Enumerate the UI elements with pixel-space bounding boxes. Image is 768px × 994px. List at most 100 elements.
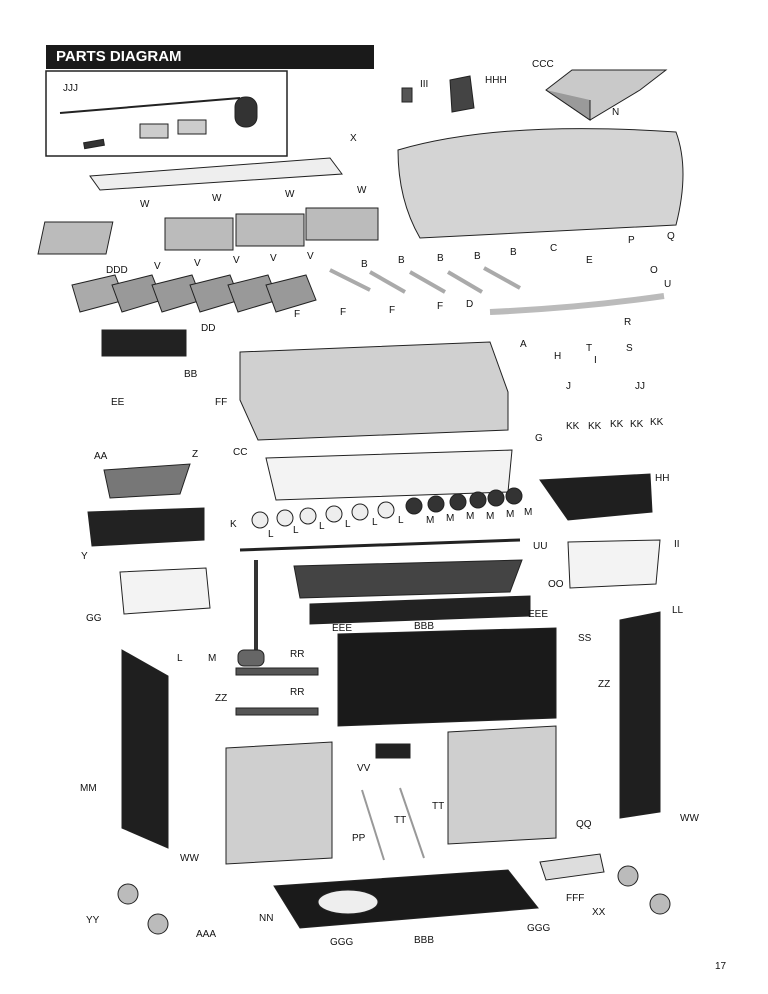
page-number: 17 bbox=[715, 961, 727, 972]
warming-rack-x bbox=[89, 157, 343, 191]
label-l7: L bbox=[177, 653, 183, 664]
rotisserie-handle bbox=[83, 138, 105, 150]
label-mm: MM bbox=[80, 783, 97, 794]
label-p: P bbox=[628, 235, 635, 246]
side-shelf-gg bbox=[119, 567, 211, 615]
label-bbb2: BBB bbox=[414, 935, 435, 946]
label-m1: M bbox=[426, 515, 435, 526]
label-qq: QQ bbox=[576, 819, 592, 830]
lid-n bbox=[397, 128, 684, 239]
label-ww2: WW bbox=[680, 813, 699, 824]
label-w1: W bbox=[140, 199, 150, 210]
label-h: H bbox=[554, 351, 562, 362]
label-r: R bbox=[624, 317, 632, 328]
label-iii: III bbox=[420, 79, 429, 90]
side-panel-mm bbox=[121, 649, 169, 849]
control-knob-m bbox=[449, 493, 467, 511]
control-knob-l bbox=[325, 505, 343, 523]
caster-xx bbox=[649, 893, 671, 915]
control-knob-m bbox=[505, 487, 523, 505]
label-w4: W bbox=[357, 185, 367, 196]
label-bb: BB bbox=[184, 369, 198, 380]
grate-w2 bbox=[164, 217, 234, 251]
control-knob-l bbox=[251, 511, 269, 529]
label-ddd: DDD bbox=[106, 265, 128, 276]
label-w3: W bbox=[285, 189, 295, 200]
control-knob-m bbox=[469, 491, 487, 509]
label-m7: M bbox=[208, 653, 217, 664]
label-v2: V bbox=[194, 258, 201, 269]
label-ww1: WW bbox=[180, 853, 199, 864]
label-ll: LL bbox=[672, 605, 684, 616]
label-j: J bbox=[566, 381, 571, 392]
label-m4: M bbox=[486, 511, 495, 522]
grate-w4 bbox=[305, 207, 379, 241]
label-b3: B bbox=[437, 253, 444, 264]
burner-tube bbox=[446, 270, 484, 294]
label-kk4: KK bbox=[630, 419, 644, 430]
label-yy: YY bbox=[86, 915, 100, 926]
label-uu: UU bbox=[533, 541, 548, 552]
label-ii: II bbox=[674, 539, 680, 550]
label-x: X bbox=[350, 133, 357, 144]
control-knob-l bbox=[351, 503, 369, 521]
door-pp bbox=[225, 741, 333, 865]
rear-panel-ss bbox=[337, 627, 557, 727]
label-m2: M bbox=[446, 513, 455, 524]
label-m3: M bbox=[466, 511, 475, 522]
control-knob-m bbox=[427, 495, 445, 513]
label-l5: L bbox=[372, 517, 378, 528]
label-f3: F bbox=[389, 305, 396, 316]
label-rr2: RR bbox=[290, 687, 305, 698]
label-l6: L bbox=[398, 515, 404, 526]
label-nn: NN bbox=[259, 913, 274, 924]
label-v4: V bbox=[270, 253, 277, 264]
grease-cup-vv bbox=[375, 743, 411, 759]
rotisserie-forks bbox=[139, 123, 169, 139]
label-w2: W bbox=[212, 193, 222, 204]
frame-y bbox=[87, 507, 205, 547]
label-ss: SS bbox=[578, 633, 592, 644]
label-hh: HH bbox=[655, 473, 670, 484]
label-bbb1: BBB bbox=[414, 621, 435, 632]
label-jjj: JJJ bbox=[63, 83, 78, 94]
label-m5: M bbox=[506, 509, 515, 520]
gas-manifold bbox=[239, 538, 521, 552]
label-pp: PP bbox=[352, 833, 366, 844]
label-eee1: EEE bbox=[332, 623, 353, 634]
label-q: Q bbox=[667, 231, 675, 242]
label-kk5: KK bbox=[650, 417, 664, 428]
label-s: S bbox=[626, 343, 633, 354]
label-d: D bbox=[466, 299, 474, 310]
control-knob-l bbox=[299, 507, 317, 525]
tray-uu bbox=[293, 559, 523, 599]
label-l4: L bbox=[345, 519, 351, 530]
rotisserie-inset-box bbox=[45, 70, 288, 157]
bracket-tt bbox=[361, 789, 385, 861]
label-f1: F bbox=[294, 309, 301, 320]
label-u: U bbox=[664, 279, 672, 290]
label-e: E bbox=[586, 255, 593, 266]
bracket-tt bbox=[399, 787, 425, 859]
label-b4: B bbox=[474, 251, 481, 262]
control-knob-m bbox=[487, 489, 505, 507]
label-jj: JJ bbox=[635, 381, 645, 392]
label-vv: VV bbox=[357, 763, 371, 774]
label-c: C bbox=[550, 243, 558, 254]
label-o: O bbox=[650, 265, 658, 276]
label-aaa: AAA bbox=[196, 929, 217, 940]
label-n: N bbox=[612, 107, 620, 118]
label-aa: AA bbox=[94, 451, 108, 462]
label-ccc: CCC bbox=[532, 59, 554, 70]
heat-tent bbox=[265, 274, 317, 313]
caster-yy bbox=[117, 883, 139, 905]
panel-oo bbox=[309, 595, 531, 625]
label-v1: V bbox=[154, 261, 161, 272]
label-eee2: EEE bbox=[528, 609, 549, 620]
burner-tube bbox=[369, 270, 406, 294]
grate-w1 bbox=[37, 221, 114, 255]
side-shelf-hh bbox=[539, 473, 653, 521]
rotisserie-forks bbox=[177, 119, 207, 135]
label-kk1: KK bbox=[566, 421, 580, 432]
control-knob-l bbox=[377, 501, 395, 519]
